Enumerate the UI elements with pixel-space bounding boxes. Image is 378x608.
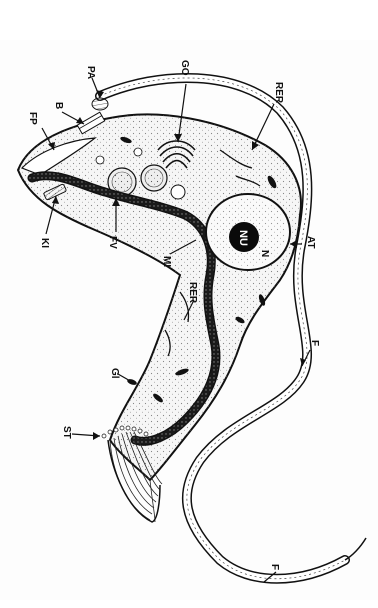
label-f-bottom: F [269, 564, 280, 570]
label-n: N [259, 250, 270, 257]
paraxial-structure [92, 98, 108, 110]
label-st: ST [61, 426, 72, 439]
label-f-mid: F [309, 340, 320, 346]
label-rer-top: RER [273, 82, 284, 104]
label-rer-mid: RER [187, 282, 198, 304]
label-pa: PA [85, 66, 96, 79]
label-fp: FP [27, 112, 38, 125]
label-ki: KI [39, 238, 50, 248]
label-go: GO [179, 60, 190, 76]
label-nu: NU [237, 230, 249, 246]
label-mi: MI [161, 256, 172, 267]
label-fv: FV [107, 236, 118, 249]
label-b: B [53, 102, 64, 109]
label-gl: Gl [109, 368, 120, 379]
label-at: AT [305, 236, 316, 249]
